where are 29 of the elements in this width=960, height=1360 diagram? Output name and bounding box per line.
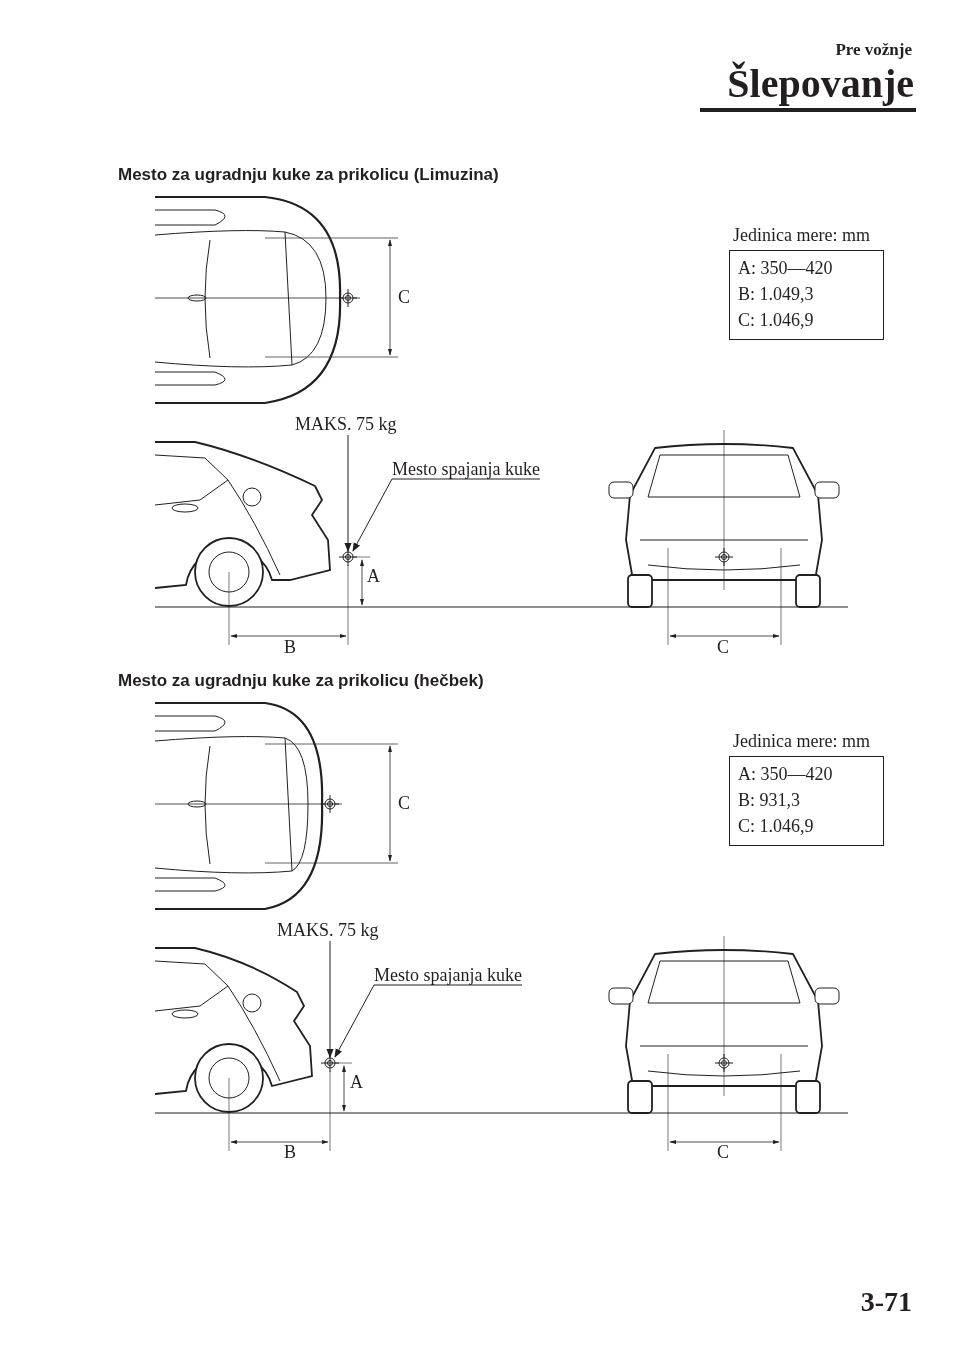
leader-line — [352, 478, 541, 552]
dimension-label: C — [398, 793, 410, 814]
dimension-label: B — [284, 1142, 296, 1163]
section-heading: Mesto za ugradnju kuke za prikolicu (hečbek) — [118, 671, 484, 691]
table-row-text: C: 1.046,9 — [738, 309, 815, 332]
unit-heading: Jedinica mere: mm — [733, 225, 871, 246]
load-label: MAKS. 75 kg — [277, 920, 379, 941]
table-row-text: B: 1.049,3 — [738, 283, 815, 306]
table-row-text: C: 1.046,9 — [738, 815, 815, 838]
page-number: 3-71 — [860, 1286, 912, 1318]
load-label: MAKS. 75 kg — [295, 414, 397, 435]
page-title: Šlepovanje — [727, 60, 914, 107]
table-row-text: A: 350—420 — [738, 763, 834, 786]
dimension-label: A — [350, 1072, 363, 1093]
leader-label: Mesto spajanja kuke — [374, 965, 522, 986]
dimension-label: C — [717, 637, 729, 658]
leader-label: Mesto spajanja kuke — [392, 459, 540, 480]
leader-line — [334, 984, 523, 1058]
dimension-label: C — [717, 1142, 729, 1163]
table-row-text: A: 350—420 — [738, 257, 834, 280]
section-label: Pre vožnje — [835, 40, 912, 60]
hitch-point-mark — [321, 1054, 339, 1072]
hitch-point-mark — [339, 548, 357, 566]
unit-heading: Jedinica mere: mm — [733, 731, 871, 752]
dimension-label: A — [367, 566, 380, 587]
dimension-label: B — [284, 637, 296, 658]
section-heading: Mesto za ugradnju kuke za prikolicu (Limuzina) — [118, 165, 499, 185]
dimension-label: C — [398, 287, 410, 308]
table-row-text: B: 931,3 — [738, 789, 801, 812]
